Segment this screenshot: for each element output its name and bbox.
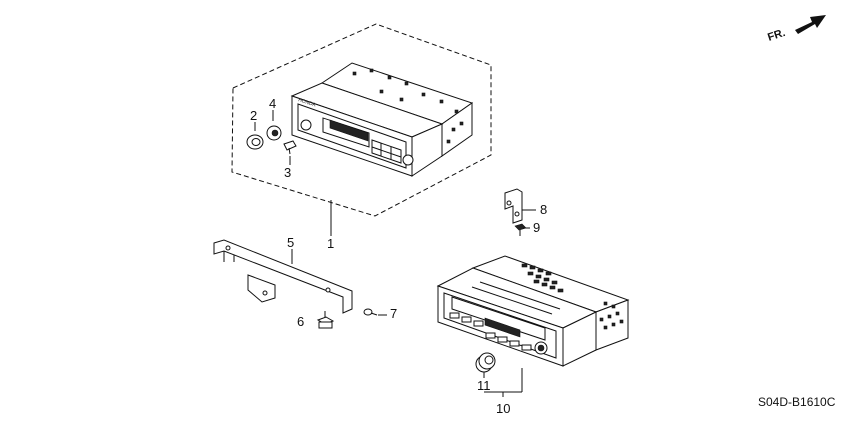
bracket-part-8 [504,188,523,224]
callout-6: 6 [297,314,304,329]
knob-part-4 [266,125,282,141]
radio-brand-text: HONDA [297,97,317,108]
callout-9: 9 [533,220,540,235]
callout-4: 4 [269,96,276,111]
callout-11: 11 [477,378,491,393]
callout-1: 1 [327,236,334,251]
callout-10: 10 [496,401,510,416]
bolt-part-9 [514,223,527,236]
callout-3: 3 [284,165,291,180]
radio-unit-1: HONDA [290,62,474,177]
callout-2: 2 [250,108,257,123]
screw-part-7 [363,308,378,316]
knob-part-2 [246,134,264,150]
callout-5: 5 [287,235,294,250]
leader-lines [254,110,536,397]
radio-unit-10 [436,255,630,367]
knob-part-11 [475,352,496,373]
callout-8: 8 [540,202,547,217]
diagram-code: S04D-B1610C [758,395,836,409]
bracket-part-5 [213,239,353,314]
bolt-part-6 [316,311,335,329]
front-direction-indicator: FR. [766,15,826,44]
pin-part-3 [283,140,297,155]
assembly-outline [231,23,492,217]
callout-7: 7 [390,306,397,321]
callouts: 1 2 3 4 5 6 7 8 9 10 11 [250,96,547,416]
front-label: FR. [766,27,787,44]
front-arrow-icon [795,15,826,34]
